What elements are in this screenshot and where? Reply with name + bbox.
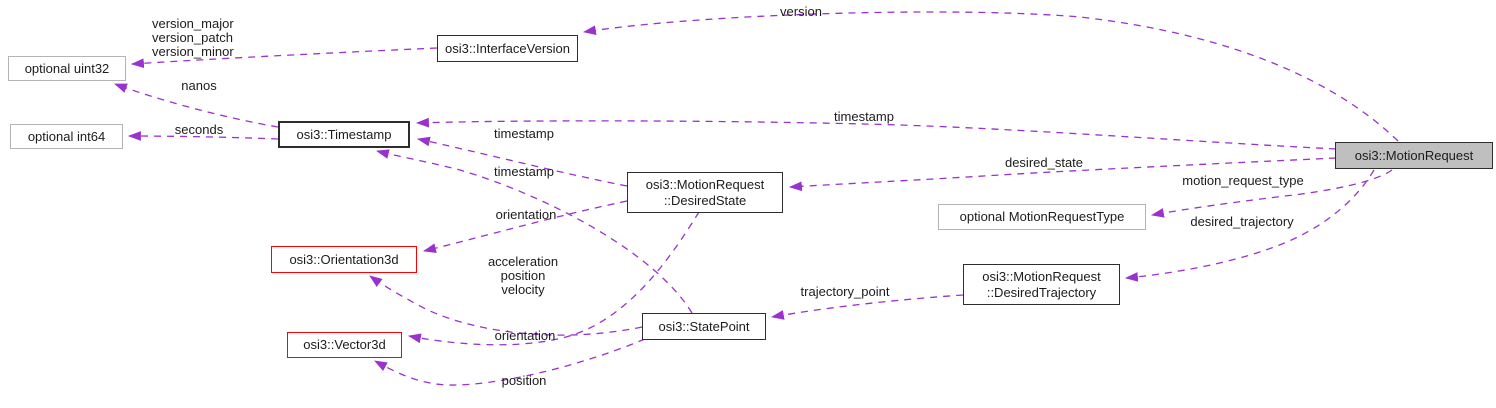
node-desired-state-line1: osi3::MotionRequest (645, 176, 765, 192)
edge-timestamp-from-motion-request (415, 117, 1337, 150)
edge-seconds (127, 131, 279, 141)
node-optional-uint32: optional uint32 (8, 56, 126, 81)
edge-desired-trajectory (1124, 169, 1375, 282)
edge-label-state-vectors: acceleration position velocity (488, 255, 558, 297)
node-desired-state-line2: ::DesiredState (663, 192, 747, 208)
edge-label-version-patch: version_patch (152, 30, 233, 45)
edge-label-timestamp-from-motion-request: timestamp (834, 109, 894, 124)
edge-label-timestamp-from-desired-state: timestamp (494, 126, 554, 141)
edge-desired-state (788, 157, 1337, 192)
node-orientation3d[interactable]: osi3::Orientation3d (271, 246, 417, 273)
edge-label-version-fields: version_major version_patch version_mino… (152, 17, 234, 59)
node-state-point[interactable]: osi3::StatePoint (642, 313, 766, 340)
edge-label-velocity: velocity (501, 282, 545, 297)
edge-label-desired-state: desired_state (1004, 155, 1084, 170)
edge-version (582, 11, 1399, 142)
edge-label-version-minor: version_minor (152, 44, 234, 59)
node-optional-motion-request-type: optional MotionRequestType (938, 204, 1146, 230)
node-optional-int64: optional int64 (10, 124, 123, 149)
edge-label-position-from-state-point: position (501, 373, 547, 388)
edge-nanos (113, 83, 279, 128)
edge-label-position: position (500, 268, 546, 283)
edge-label-trajectory-point: trajectory_point (800, 284, 890, 299)
node-desired-trajectory-line2: ::DesiredTrajectory (986, 284, 1097, 300)
node-interface-version[interactable]: osi3::InterfaceVersion (437, 35, 578, 62)
node-vector3d[interactable]: osi3::Vector3d (287, 332, 402, 358)
edge-label-orientation-from-desired-state: orientation (495, 207, 557, 222)
edge-label-nanos: nanos (181, 78, 217, 93)
edge-label-version-major: version_major (152, 16, 234, 31)
node-desired-trajectory[interactable]: osi3::MotionRequest ::DesiredTrajectory (963, 264, 1120, 305)
node-timestamp[interactable]: osi3::Timestamp (278, 121, 410, 148)
edge-label-timestamp-from-state-point: timestamp (494, 164, 554, 179)
edge-state-vectors (407, 211, 700, 346)
edge-timestamp-from-state-point (375, 149, 693, 314)
edge-label-desired-trajectory: desired_trajectory (1190, 214, 1294, 229)
edge-orientation-from-desired-state (422, 200, 628, 253)
edge-trajectory-point (770, 294, 964, 320)
node-desired-state[interactable]: osi3::MotionRequest ::DesiredState (627, 172, 783, 213)
edge-timestamp-from-desired-state (416, 136, 628, 187)
edge-label-motion-request-type: motion_request_type (1182, 173, 1304, 188)
node-motion-request: osi3::MotionRequest (1335, 142, 1493, 169)
edge-label-acceleration: acceleration (487, 254, 559, 269)
node-desired-trajectory-line1: osi3::MotionRequest (982, 268, 1101, 284)
edge-label-seconds: seconds (174, 122, 224, 137)
edge-label-version: version (780, 4, 822, 19)
edge-position-from-state-point (374, 338, 646, 386)
edge-orientation-from-state-point (369, 275, 643, 336)
edge-motion-request-type (1150, 169, 1393, 218)
edge-label-orientation-from-state-point: orientation (494, 328, 556, 343)
